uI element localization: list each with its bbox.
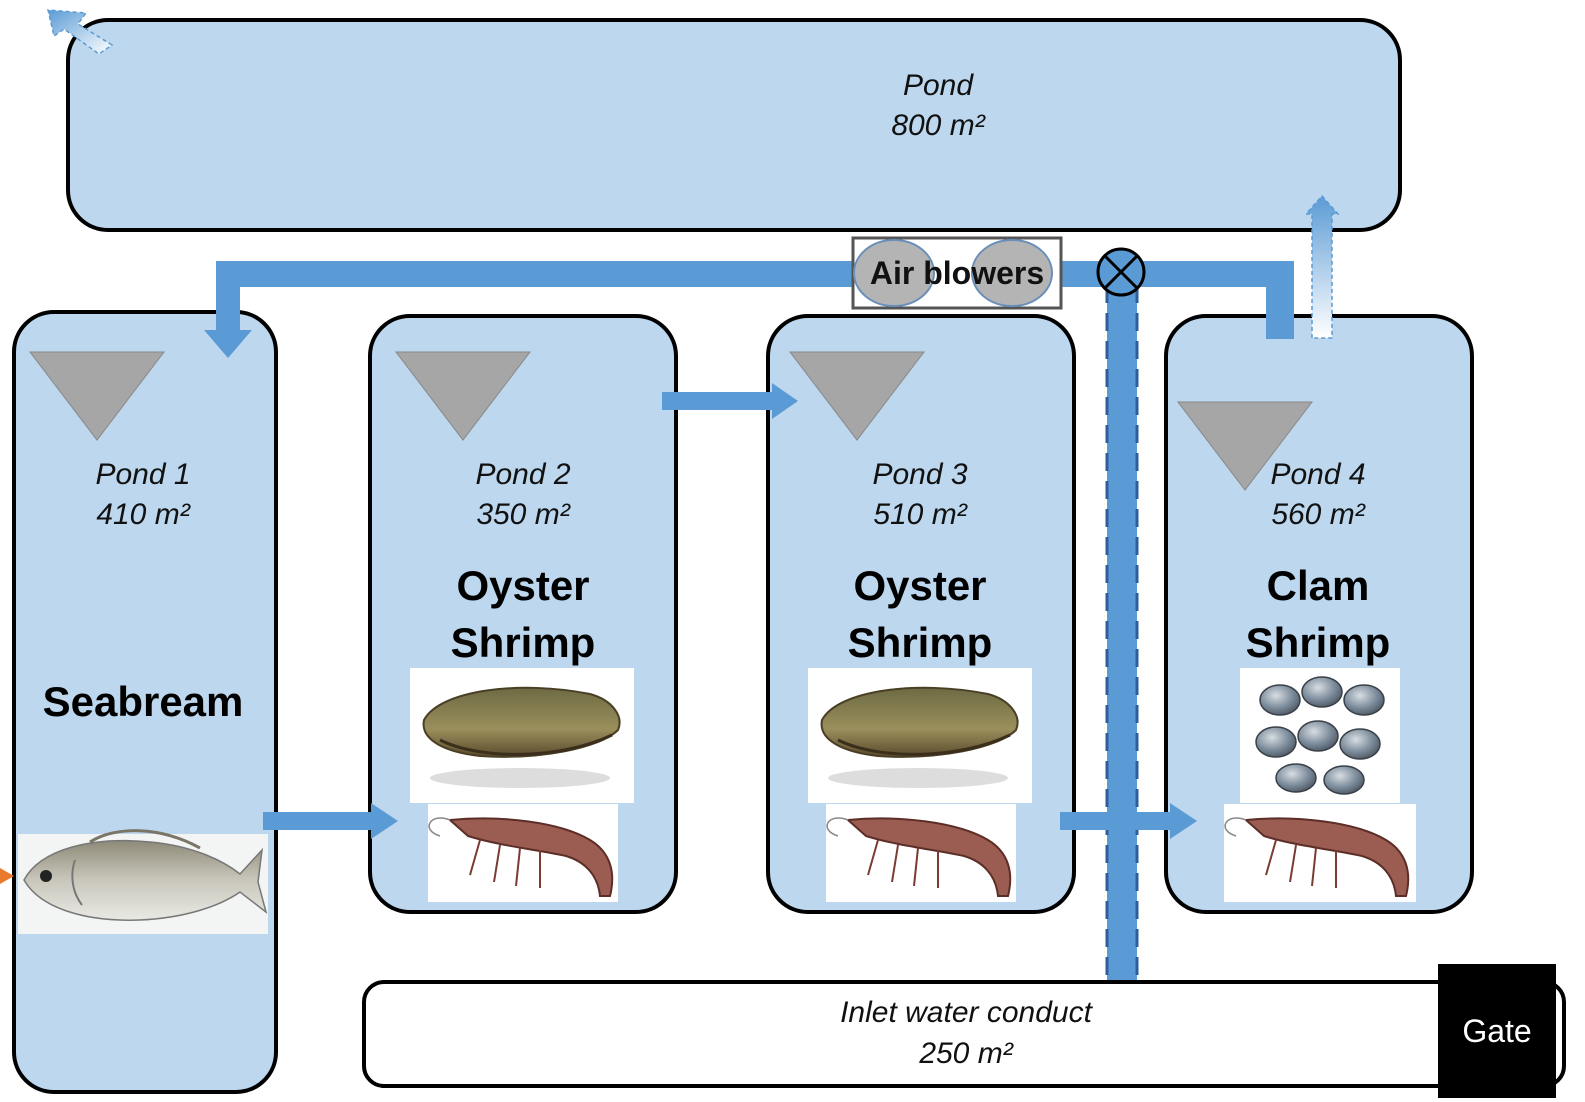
pond-3-name: Pond 3 [872,458,967,491]
pond-3-area: 510 m² [873,498,967,531]
pond-2-species-2: Shrimp [451,619,596,666]
oyster-image-pond-3 [808,668,1032,803]
inlet-pipe-vertical [1107,285,1137,980]
air-blowers-label: Air blowers [870,255,1044,291]
shrimp-image-pond-2 [428,804,618,902]
inlet-name: Inlet water conduct [840,996,1093,1029]
pond-2-species-1: Oyster [456,562,589,609]
flow-arrow-pond2-to-pond3 [662,383,798,419]
air-blowers: Air blowers [853,238,1061,308]
seabream-image [18,831,268,934]
pond-2-area: 350 m² [476,498,570,531]
oyster-image-pond-2 [410,668,634,803]
valve-icon [1098,249,1144,295]
shrimp-image-pond-4 [1224,804,1416,902]
pond-1-name: Pond 1 [95,458,190,491]
pond-4-species-2: Shrimp [1246,619,1391,666]
big-pond-area: 800 m² [891,109,985,142]
pipe-drop-pond-4 [1266,261,1294,339]
pond-3-species-1: Oyster [853,562,986,609]
big-pond-basin [68,20,1400,230]
side-inflow-arrow [0,868,14,884]
big-pond: Pond 800 m² [68,20,1400,230]
pond-4-species-1: Clam [1267,562,1370,609]
pond-1-species: Seabream [43,678,244,725]
gate: Gate [1438,964,1556,1098]
shrimp-image-pond-3 [826,804,1016,902]
gate-label: Gate [1462,1013,1531,1049]
pond-2-name: Pond 2 [475,458,570,491]
pond-3-species-2: Shrimp [848,619,993,666]
big-pond-name: Pond [903,69,974,102]
flow-arrow-pond1-to-pond2 [263,803,398,839]
inlet-area: 250 m² [918,1037,1013,1070]
pond-4-area: 560 m² [1271,498,1365,531]
inlet-conduct: Inlet water conduct 250 m² [364,982,1564,1086]
pond-1-area: 410 m² [96,498,190,531]
clam-image-pond-4 [1240,668,1400,803]
pond-4-name: Pond 4 [1270,458,1365,491]
